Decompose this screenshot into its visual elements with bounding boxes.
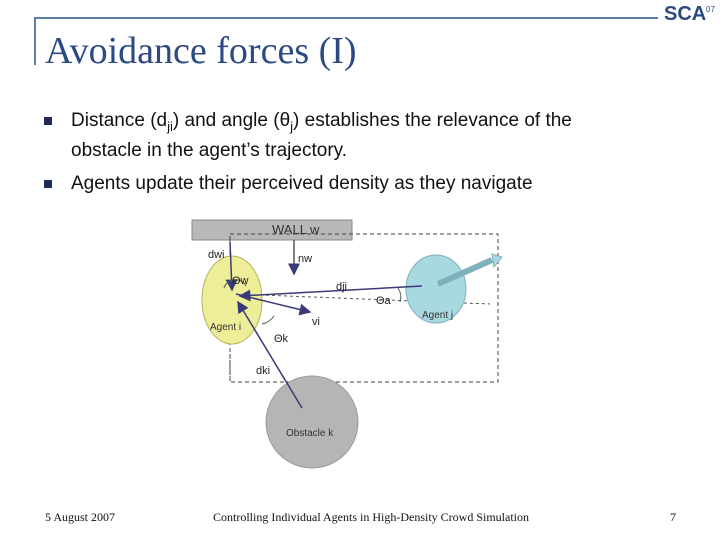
slide-title: Avoidance forces (I) bbox=[45, 30, 357, 72]
avoidance-diagram: WALL w dwi nw Θw dji Θa vi Θk dki Agent … bbox=[191, 219, 503, 469]
theta-w-arc bbox=[223, 279, 247, 289]
bullet-marker-2 bbox=[44, 180, 52, 188]
d-wi-arrow bbox=[225, 241, 238, 292]
label-theta-k: Θk bbox=[274, 333, 289, 345]
theta-k-arc bbox=[261, 315, 275, 325]
footer-page-number: 7 bbox=[670, 510, 676, 524]
bullet-text-2: Agents update their perceived density as… bbox=[71, 173, 533, 194]
label-n-w: nw bbox=[298, 253, 312, 265]
agent-j bbox=[405, 254, 467, 324]
logo-text: SCA bbox=[664, 3, 706, 24]
v-i-arrow bbox=[235, 293, 312, 316]
agent-j-velocity bbox=[436, 257, 494, 287]
label-v-i: vi bbox=[312, 316, 320, 328]
wall bbox=[191, 219, 353, 241]
label-obstacle-k: Obstacle k bbox=[286, 428, 334, 439]
d-ji-arrow bbox=[238, 285, 423, 302]
d-ki-arrow bbox=[237, 300, 303, 409]
footer-title: Controlling Individual Agents in High-De… bbox=[213, 510, 529, 524]
label-d-wi: dwi bbox=[208, 249, 225, 261]
label-theta-a: Θa bbox=[376, 295, 392, 307]
sca-logo: SCA 07 bbox=[664, 3, 715, 24]
label-agent-j: Agent j bbox=[422, 310, 453, 321]
bullet-marker-1 bbox=[44, 117, 52, 125]
bullet-text-1: Distance (dji) and angle (θj) establishe… bbox=[71, 110, 572, 161]
obstacle-k bbox=[265, 375, 359, 469]
agent-j-arrowhead bbox=[491, 253, 503, 269]
footer-date: 5 August 2007 bbox=[45, 510, 116, 524]
logo-superscript: 07 bbox=[706, 5, 715, 14]
label-d-ki: dki bbox=[256, 365, 270, 377]
theta-a-arc bbox=[397, 287, 402, 303]
label-theta-w: Θw bbox=[232, 275, 249, 287]
wall-label: WALL w bbox=[272, 222, 320, 237]
label-d-ji: dji bbox=[336, 281, 347, 293]
label-agent-i: Agent i bbox=[210, 322, 241, 333]
title-rule-left bbox=[34, 17, 36, 65]
title-rule-top bbox=[34, 17, 658, 19]
